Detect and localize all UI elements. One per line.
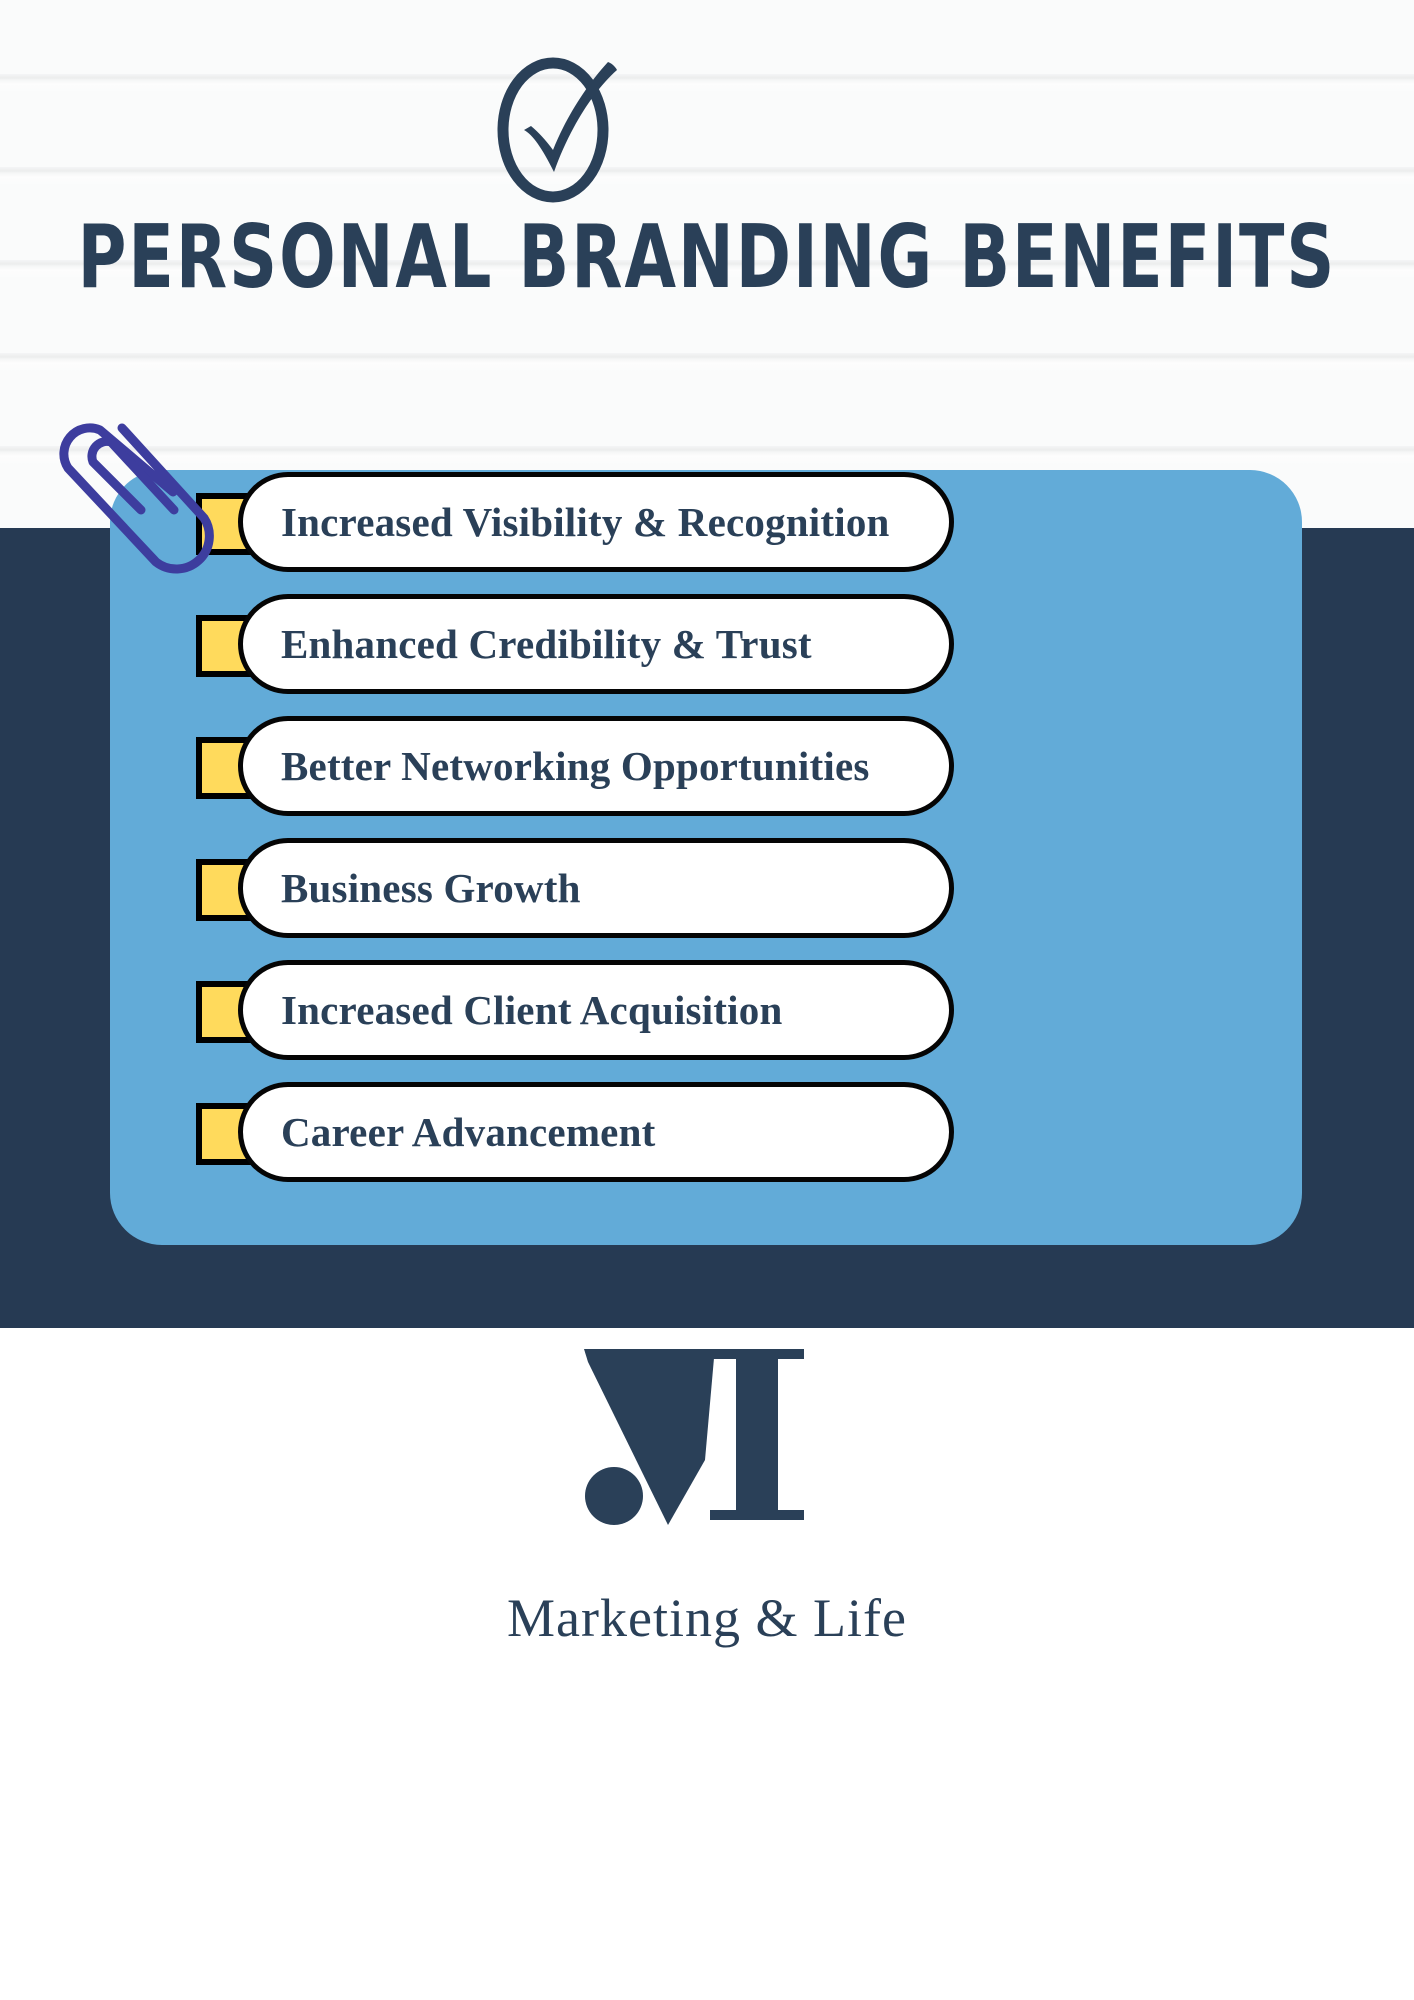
list-item[interactable]: Increased Client Acquisition bbox=[110, 960, 1302, 1064]
list-item[interactable]: Increased Visibility & Recognition bbox=[110, 472, 1302, 576]
checkmark-in-circle-icon bbox=[484, 56, 634, 204]
benefit-pill-3[interactable]: Business Growth bbox=[238, 838, 954, 938]
brand-name: Marketing & Life bbox=[507, 1588, 907, 1648]
list-item[interactable]: Better Networking Opportunities bbox=[110, 716, 1302, 820]
benefit-label-1: Enhanced Credibility & Trust bbox=[281, 621, 812, 667]
benefit-label-2: Better Networking Opportunities bbox=[281, 743, 870, 789]
benefit-pill-1[interactable]: Enhanced Credibility & Trust bbox=[238, 594, 954, 694]
benefit-pill-0[interactable]: Increased Visibility & Recognition bbox=[238, 472, 954, 572]
striped-paper-background bbox=[0, 0, 1414, 536]
list-item[interactable]: Enhanced Credibility & Trust bbox=[110, 594, 1302, 698]
page-title: PERSONAL BRANDING BENEFITS bbox=[77, 206, 1337, 309]
letter-m-monogram-icon bbox=[562, 1340, 852, 1575]
benefit-pill-2[interactable]: Better Networking Opportunities bbox=[238, 716, 954, 816]
benefit-pill-4[interactable]: Increased Client Acquisition bbox=[238, 960, 954, 1060]
brand-footer: Marketing & Life bbox=[0, 1340, 1414, 1649]
benefit-label-3: Business Growth bbox=[281, 865, 581, 911]
list-item[interactable]: Business Growth bbox=[110, 838, 1302, 942]
benefit-label-0: Increased Visibility & Recognition bbox=[281, 499, 890, 545]
benefit-label-5: Career Advancement bbox=[281, 1109, 656, 1155]
list-item[interactable]: Career Advancement bbox=[110, 1082, 1302, 1186]
benefit-pill-5[interactable]: Career Advancement bbox=[238, 1082, 954, 1182]
benefit-label-4: Increased Client Acquisition bbox=[281, 987, 783, 1033]
checklist: Increased Visibility & Recognition Enhan… bbox=[110, 470, 1302, 1245]
